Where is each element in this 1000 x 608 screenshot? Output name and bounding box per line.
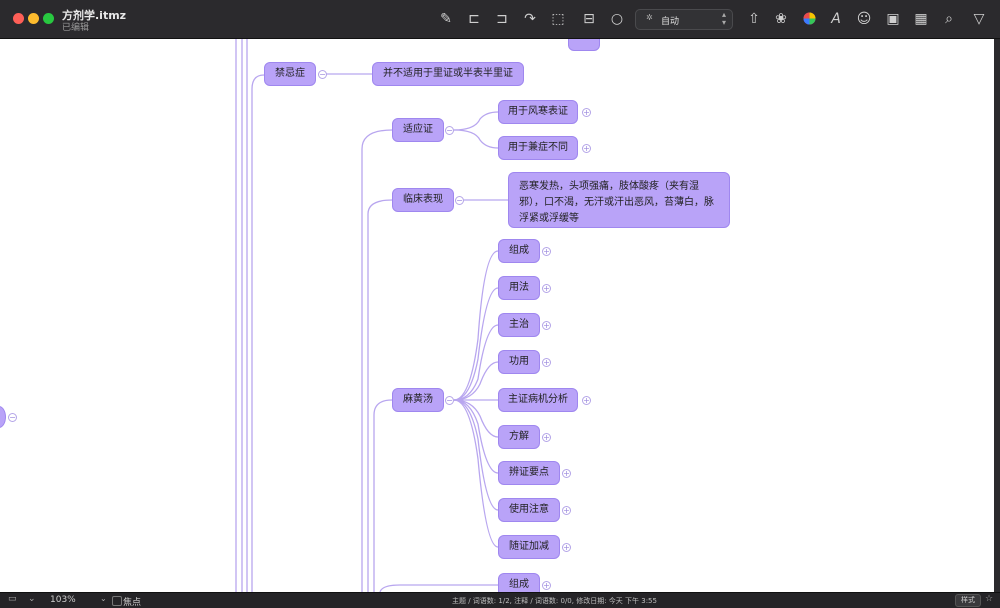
topic-jinji-detail[interactable]: 并不适用于里证或半表半里证 [372,62,524,86]
theme-icon[interactable]: ❀ [775,11,787,27]
connector-lines [235,39,508,592]
collapse-toggle-icon[interactable]: − [455,196,464,205]
style-button[interactable]: 样式 [955,594,981,607]
layout-mode-value: 自动 [661,17,680,27]
topic-child[interactable]: 组成 [498,573,540,592]
topic-child[interactable]: 组成 [498,239,540,263]
insert-sibling-icon[interactable]: ⊏ [468,11,480,27]
expand-toggle-icon[interactable]: + [582,396,591,405]
expand-toggle-icon[interactable]: + [542,284,551,293]
right-panel-edge [994,39,1000,592]
collapse-toggle-icon[interactable]: − [445,126,454,135]
topic-shiying-2[interactable]: 用于兼症不同 [498,136,578,160]
status-bar: ▭ ⌄ 103% ⌄ 焦点 主题 / 词语数: 1/2, 注释 / 词语数: 0… [0,592,1000,608]
topic-linchuang[interactable]: 临床表现 [392,188,454,212]
relation-icon[interactable]: ↷ [524,11,536,27]
emoji-icon[interactable]: ☺ [856,11,872,27]
topic-child[interactable]: 主证病机分析 [498,388,578,412]
document-info: 主题 / 词语数: 1/2, 注释 / 词语数: 0/0, 修改日期: 今天 下… [452,597,657,605]
expand-toggle-icon[interactable]: + [542,358,551,367]
topic-child[interactable]: 方解 [498,425,540,449]
topic-child[interactable]: 用法 [498,276,540,300]
topic-child[interactable]: 主治 [498,313,540,337]
sparkle-icon: ✲ [646,13,653,22]
search-icon[interactable]: ⌕ [945,11,953,27]
expand-toggle-icon[interactable]: + [582,108,591,117]
collapse-toggle-icon[interactable]: − [318,70,327,79]
expand-toggle-icon[interactable]: + [542,321,551,330]
mindmap-canvas[interactable]: − 禁忌症 − 并不适用于里证或半表半里证 适应证 − 用于风寒表证 + 用于兼… [0,39,994,592]
edit-icon[interactable]: ✎ [440,11,452,27]
document-title: 方剂学.itmz [62,9,127,22]
font-icon[interactable]: A [831,11,841,27]
topic-jinjizheng[interactable]: 禁忌症 [264,62,316,86]
expand-toggle-icon[interactable]: + [562,469,571,478]
share-icon[interactable]: ⇧ [748,11,760,27]
sidebar-toggle-icon[interactable]: ▭ [8,594,17,604]
zoom-level[interactable]: 103% [50,595,76,605]
zoom-window-button[interactable] [43,13,54,24]
topic-child[interactable]: 功用 [498,350,540,374]
summary-icon[interactable]: ⊟ [583,11,595,27]
topic-node-partial[interactable] [568,39,600,51]
color-icon[interactable] [800,10,818,28]
chevron-down-icon[interactable]: ⌄ [100,594,107,603]
chevron-down-icon[interactable]: ⌄ [28,594,36,604]
expand-toggle-icon[interactable]: + [562,543,571,552]
table-icon[interactable]: ▦ [914,11,928,27]
expand-toggle-icon[interactable]: + [542,247,551,256]
topic-shiying-1[interactable]: 用于风寒表证 [498,100,578,124]
topic-child[interactable]: 辨证要点 [498,461,560,485]
topic-child[interactable]: 使用注意 [498,498,560,522]
expand-toggle-icon[interactable]: + [542,433,551,442]
topic-mahuangtang[interactable]: 麻黄汤 [392,388,444,412]
filter-icon[interactable]: ▽ [973,11,985,27]
focus-checkbox[interactable] [112,596,122,606]
boundary-icon[interactable]: ⬚ [551,11,565,27]
focus-label: 焦点 [123,598,142,608]
minimize-window-button[interactable] [28,13,39,24]
expand-toggle-icon[interactable]: + [562,506,571,515]
collapse-toggle-icon[interactable]: − [8,413,17,422]
expand-toggle-icon[interactable]: + [542,581,551,590]
close-window-button[interactable] [13,13,24,24]
star-icon[interactable]: ☆ [985,594,994,604]
comment-icon[interactable]: ○ [610,11,624,27]
topic-linchuang-detail[interactable]: 恶寒发热，头项强痛，肢体酸疼（夹有湿邪），口不渴，无汗或汗出恶风，苔薄白，脉浮紧… [508,172,730,228]
collapse-toggle-icon[interactable]: − [445,396,454,405]
layout-mode-select[interactable]: ✲ 自动 ▴▾ [635,9,733,30]
topic-shiyingzheng[interactable]: 适应证 [392,118,444,142]
insert-child-icon[interactable]: ⊐ [496,11,508,27]
chevron-updown-icon: ▴▾ [721,10,726,27]
expand-toggle-icon[interactable]: + [582,144,591,153]
document-status: 已编辑 [62,23,90,33]
topic-child[interactable]: 随证加减 [498,535,560,559]
image-icon[interactable]: ▣ [886,11,900,27]
title-bar: 方剂学.itmz 已编辑 ✎ ⊏ ⊐ ↷ ⬚ ⊟ ○ ✲ 自动 ▴▾ ⇧ ❀ A… [0,0,1000,39]
